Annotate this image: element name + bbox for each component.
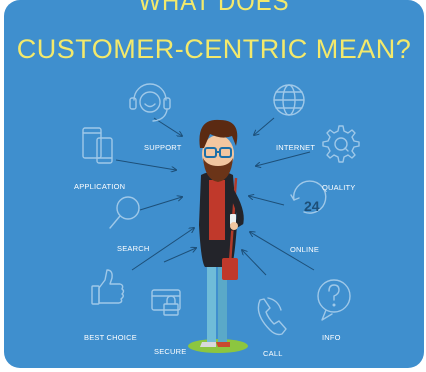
shirt xyxy=(209,180,225,240)
label-application: APPLICATION xyxy=(74,182,126,191)
infographic-card: WHAT DOES CUSTOMER-CENTRIC MEAN? xyxy=(4,0,424,368)
label-info: INFO xyxy=(322,333,341,342)
mobile-devices-icon xyxy=(82,127,113,164)
arrow-call xyxy=(242,250,267,276)
headset-icon xyxy=(129,83,171,122)
phone-icon xyxy=(257,297,287,336)
arrows xyxy=(115,117,315,276)
label-best-choice: BEST CHOICE xyxy=(84,333,137,342)
label-search: SEARCH xyxy=(117,244,150,253)
question-bubble-icon xyxy=(317,279,351,321)
label-internet: INTERNET xyxy=(276,143,316,152)
page-title: CUSTOMER-CENTRIC MEAN? xyxy=(16,34,412,64)
label-online: ONLINE xyxy=(290,245,320,254)
online-number: 24 xyxy=(304,198,320,214)
arrow-support xyxy=(153,117,182,136)
label-support: SUPPORT xyxy=(144,143,182,152)
globe-icon xyxy=(273,84,305,116)
label-quality: QUALITY xyxy=(322,183,356,192)
magnifier-icon xyxy=(109,196,140,229)
arrow-online xyxy=(249,196,285,206)
label-secure: SECURE xyxy=(154,347,187,356)
arrow-quality xyxy=(256,151,311,166)
thumbs-up-icon xyxy=(91,269,125,305)
illustration: 24 xyxy=(82,83,360,353)
bag xyxy=(222,258,238,280)
arrow-search xyxy=(139,197,182,211)
arrow-application xyxy=(115,159,176,170)
padlock-card-icon xyxy=(151,289,181,316)
right-leg xyxy=(218,262,227,342)
arrow-secure xyxy=(163,248,196,263)
arrow-best-choice xyxy=(131,228,194,271)
person-illustration xyxy=(188,119,248,353)
hair xyxy=(199,119,238,148)
arrow-internet xyxy=(254,117,275,135)
title-top: WHAT DOES xyxy=(138,0,290,16)
head xyxy=(202,135,234,173)
clock-24-icon xyxy=(290,180,327,214)
quality-gear-icon xyxy=(322,125,360,163)
arrow-info xyxy=(250,232,315,271)
label-call: CALL xyxy=(263,349,283,358)
beard xyxy=(203,158,233,182)
left-leg xyxy=(207,262,216,342)
